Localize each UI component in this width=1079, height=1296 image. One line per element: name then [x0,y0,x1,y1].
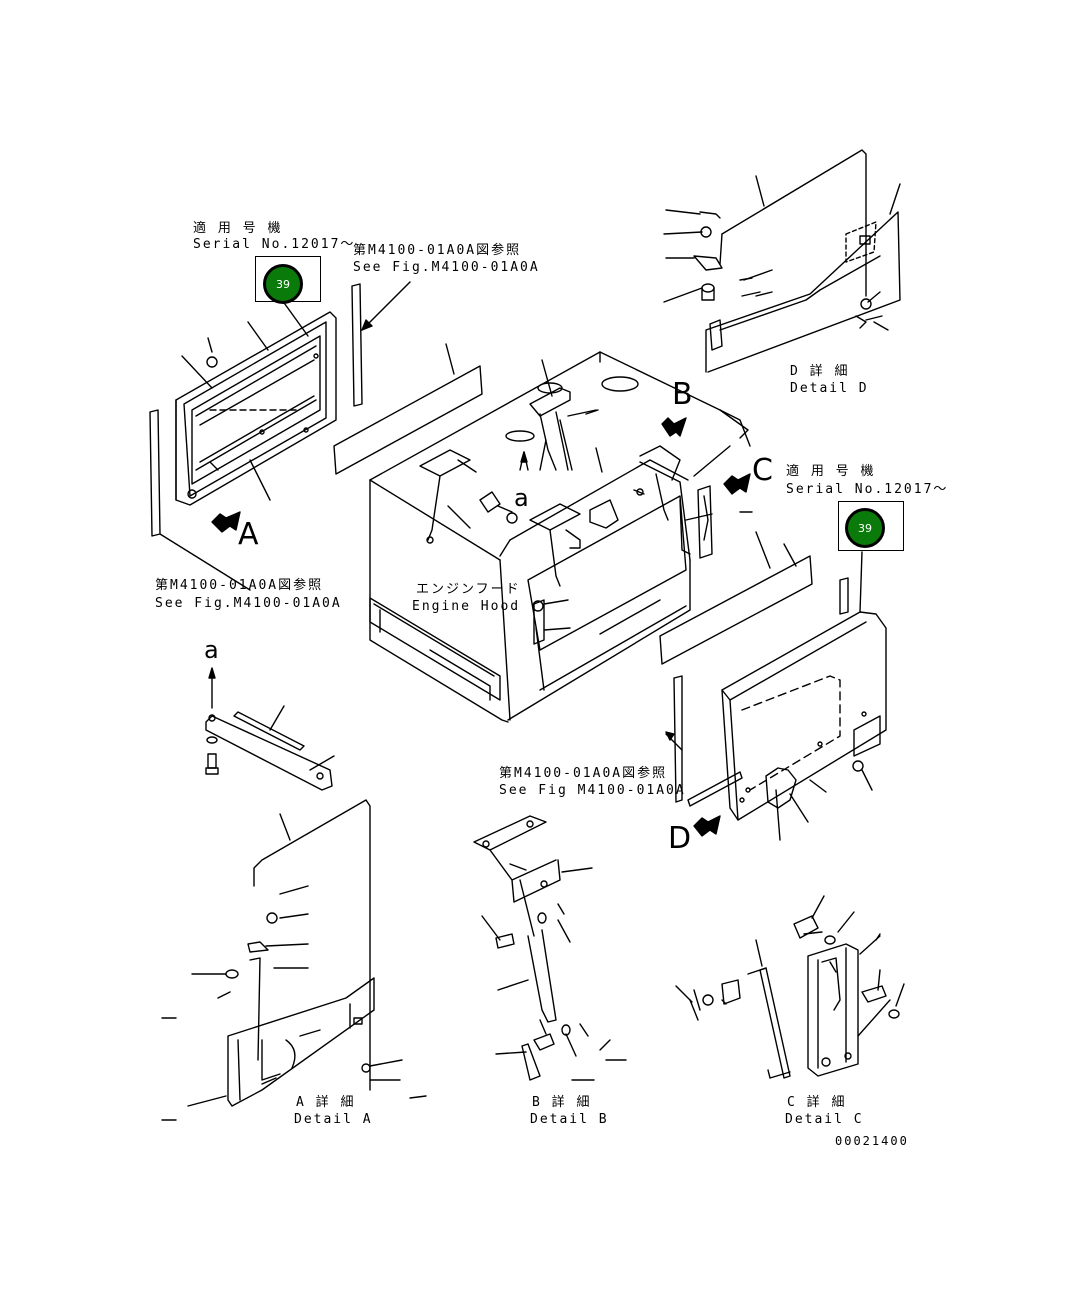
view-letter-c: C [752,453,773,488]
view-b-arrow [661,417,687,437]
detail-c-en: Detail C [785,1112,864,1127]
detail-b-jp: B 詳 細 [532,1095,592,1110]
view-letter-b: B [672,377,693,412]
detail-d-en: Detail D [790,381,869,396]
detail-c-jp: C 詳 細 [787,1095,847,1110]
serial-c-jp: 適 用 号 機 [786,464,876,479]
drawing-number: 00021400 [835,1134,909,1148]
left-seal-strip [149,409,161,537]
view-d-arrow [693,815,721,837]
view-letter-d: D [668,821,692,856]
hood-struts [419,387,691,645]
right-seal-strip [673,675,683,803]
seefig-1-leader [361,281,411,331]
seal-bar-top [333,365,483,475]
left-side-panel [175,311,337,506]
pivot-plate [205,667,333,791]
detail-a-jp: A 詳 細 [296,1095,356,1110]
view-a-arrow [211,511,241,533]
hood-leaders [447,359,753,631]
detail-d-drawing [693,149,901,373]
seal-strip-upper [351,283,363,407]
detail-a-en: Detail A [294,1112,373,1127]
right-latch-bracket [697,485,713,559]
sub-view-letter-a: a [204,636,219,664]
seefig-1-en: See Fig.M4100-01A0A [353,260,540,275]
detail-c-drawing [689,915,900,1079]
seefig-1-jp: 第M4100-01A0A図参照 [353,243,522,258]
detail-b-drawing [473,815,589,1081]
engine-hood-en: Engine Hood [412,599,521,614]
detail-a-drawing [225,799,375,1107]
detail-b-en: Detail B [530,1112,609,1127]
right-top-seal [839,577,849,615]
engine-hood-body [369,351,751,723]
seefig-3-en: See Fig M4100-01A0A [499,783,686,798]
serial-badge-right: 39 [845,508,885,548]
detail-d-leaders [663,175,901,331]
serial-a-en: Serial No.12017～ [193,237,356,252]
seefig-2-jp: 第M4100-01A0A図参照 [155,578,324,593]
serial-a-jp: 適 用 号 機 [193,221,283,236]
engine-hood-jp: エンジンフード [416,582,521,597]
badge-right-leader [859,551,863,613]
serial-badge-left: 39 [263,264,303,304]
seefig-2-en: See Fig.M4100-01A0A [155,596,342,611]
detail-c-leaders [675,895,905,1037]
seefig-3-jp: 第M4100-01A0A図参照 [499,766,668,781]
right-rod [687,771,743,807]
left-leaders [159,299,309,591]
serial-c-en: Serial No.12017～ [786,482,949,497]
right-knob [852,760,864,772]
sub-view-letter-a-hood: a [514,484,529,512]
seal-bar-right [659,555,813,665]
detail-a-leaders [161,813,427,1121]
view-c-arrow [723,473,751,495]
view-letter-a: A [238,517,259,552]
detail-d-jp: D 詳 細 [790,364,850,379]
right-side-panel [721,611,887,821]
detail-b-leaders [481,867,627,1081]
